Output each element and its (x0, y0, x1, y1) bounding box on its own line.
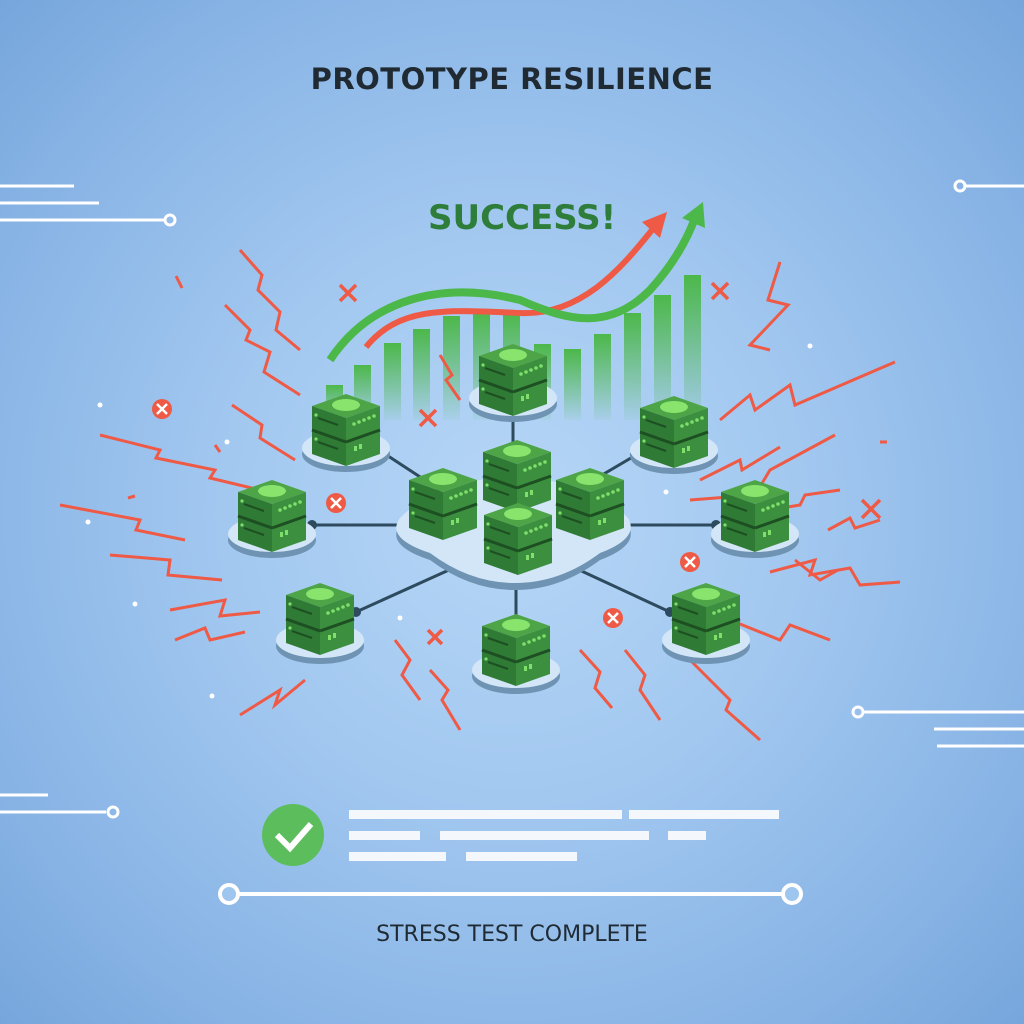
progress-end-handle (781, 883, 803, 905)
server-node-core-right (554, 466, 626, 542)
side-decoration-lines (0, 179, 1024, 819)
green-trend-arrowhead (682, 202, 705, 228)
server-node-bottom (472, 612, 560, 694)
server-node-lower-right (662, 581, 750, 664)
server-node-upper-left (302, 392, 390, 472)
server-node-lower-left (276, 581, 364, 664)
x-error-icons (338, 281, 882, 646)
server-node-core-front (482, 501, 554, 577)
red-trend-line (363, 228, 655, 349)
report-text-lines (349, 810, 779, 861)
server-node-right (711, 478, 799, 558)
network-connectors (312, 410, 716, 620)
server-node-upper-right (630, 394, 718, 474)
status-report (218, 804, 803, 905)
progress-start-handle (218, 883, 240, 905)
success-label: SUCCESS! (428, 198, 617, 238)
server-node-left (228, 478, 316, 558)
green-trend-line (326, 216, 699, 363)
page-title: PROTOTYPE RESILIENCE (310, 62, 714, 96)
server-node-core-back (481, 438, 553, 514)
red-trend-arrowhead (642, 212, 667, 238)
server-node-core-left (407, 466, 479, 542)
server-node-top (469, 342, 557, 422)
x-circle-error-icons (152, 399, 700, 628)
stress-test-status: STRESS TEST COMPLETE (376, 922, 648, 947)
check-circle-icon (262, 804, 324, 866)
